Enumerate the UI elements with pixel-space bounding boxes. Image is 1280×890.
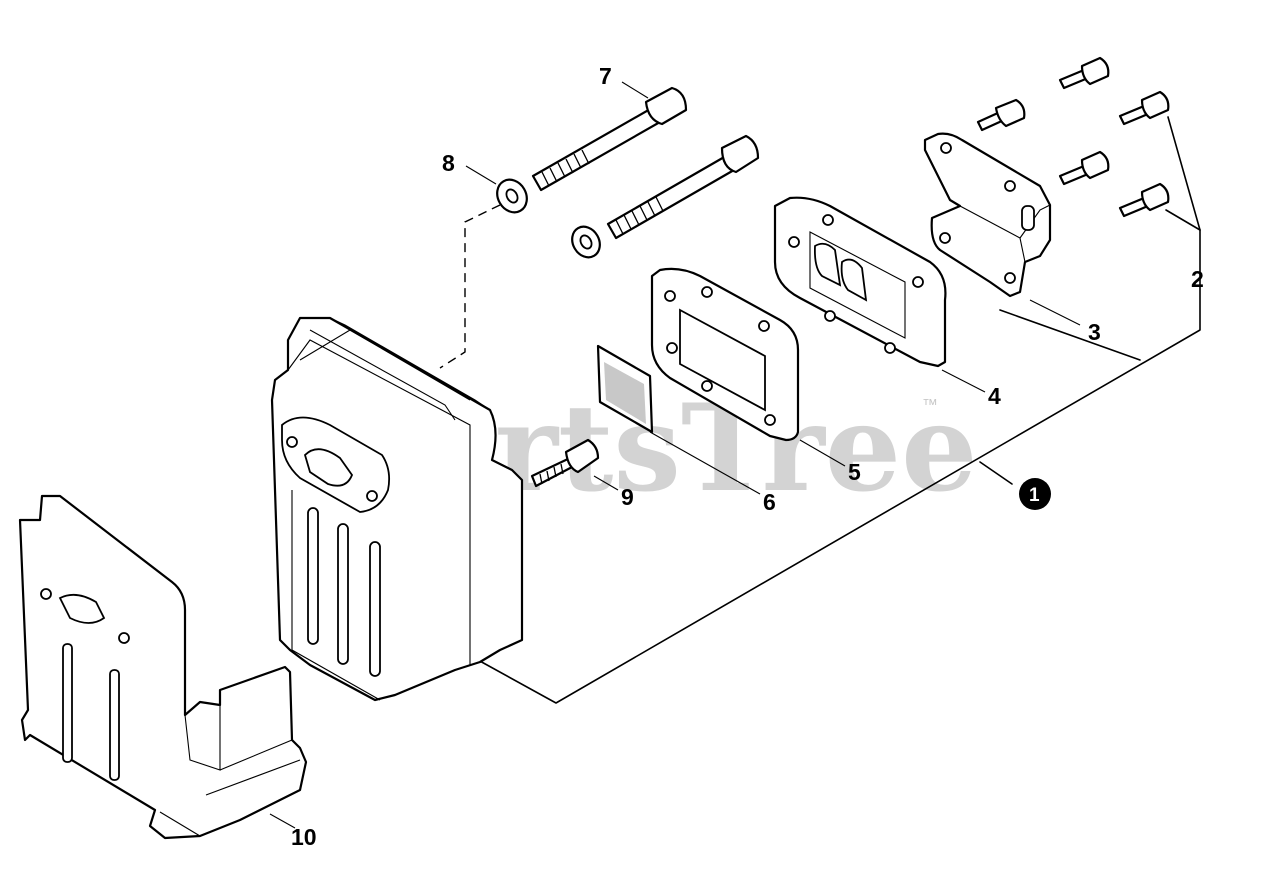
callout-2[interactable]: 2	[1191, 266, 1204, 292]
callout-9[interactable]: 9	[621, 484, 634, 510]
assembly-bracket	[477, 116, 1201, 704]
callout-6[interactable]: 6	[763, 489, 776, 515]
leader-lines	[269, 81, 1081, 829]
part-8-washer-b[interactable]	[567, 222, 606, 263]
part-2-screw-e[interactable]	[1118, 182, 1170, 218]
part-9-bolt[interactable]	[530, 438, 600, 488]
part-5-gasket[interactable]	[650, 267, 800, 442]
callout-5[interactable]: 5	[848, 459, 861, 485]
part-8-washer-a[interactable]	[491, 174, 532, 217]
bolt-guide-line	[439, 204, 501, 369]
muffler-body[interactable]	[270, 316, 524, 702]
callout-8[interactable]: 8	[442, 150, 455, 176]
callout-7[interactable]: 7	[599, 63, 612, 89]
part-2-screw-b[interactable]	[1058, 56, 1110, 90]
callout-1-badge[interactable]	[1019, 478, 1051, 510]
callout-3[interactable]: 3	[1088, 319, 1101, 345]
callouts: 7 8 2 3 4 5 6 9 10 1	[291, 63, 1204, 850]
part-7-bolt-b[interactable]	[606, 134, 760, 240]
callout-1[interactable]: 1	[1029, 485, 1040, 506]
part-2-screw-a[interactable]	[976, 98, 1026, 132]
part-6-spark-screen[interactable]	[596, 344, 654, 434]
part-10-heat-shield[interactable]	[18, 494, 308, 840]
part-4-plate[interactable]	[773, 196, 947, 368]
callout-10[interactable]: 10	[291, 824, 317, 850]
part-2-screw-c[interactable]	[1118, 90, 1170, 126]
part-7-bolt-a[interactable]	[531, 86, 688, 192]
watermark-trademark: ™	[922, 397, 938, 414]
part-2-screw-d[interactable]	[1058, 150, 1110, 186]
callout-4[interactable]: 4	[988, 383, 1001, 409]
part-3-bracket[interactable]	[923, 132, 1052, 298]
